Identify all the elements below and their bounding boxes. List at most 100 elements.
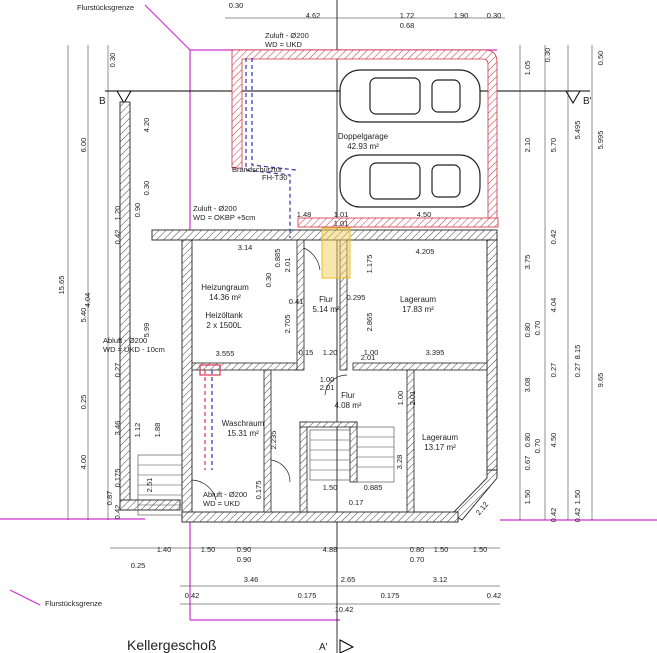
svg-text:8.15: 8.15 — [573, 345, 582, 360]
svg-text:2.10: 2.10 — [523, 138, 532, 153]
svg-text:1.00: 1.00 — [396, 391, 405, 406]
room-lager1-area: 17.83 m² — [402, 305, 434, 314]
svg-text:0.70: 0.70 — [410, 555, 425, 564]
svg-text:1.50: 1.50 — [523, 490, 532, 505]
svg-text:4.62: 4.62 — [306, 11, 321, 20]
dims-interior: 3.14 4.205 1.48 1.01 1.01 4.50 0.885 2.0… — [83, 210, 490, 517]
svg-text:0.175: 0.175 — [298, 591, 317, 600]
svg-text:0.42: 0.42 — [573, 508, 582, 523]
svg-text:0.25: 0.25 — [131, 561, 146, 570]
svg-text:0.885: 0.885 — [364, 483, 383, 492]
svg-text:0.295: 0.295 — [347, 293, 366, 302]
svg-text:0.70: 0.70 — [533, 321, 542, 336]
abluft-wasch-2: WD = UKD — [203, 499, 240, 508]
svg-text:0.42: 0.42 — [113, 230, 122, 245]
svg-text:2.705: 2.705 — [283, 315, 292, 334]
svg-text:1.20: 1.20 — [113, 206, 122, 221]
svg-text:1.50: 1.50 — [434, 545, 449, 554]
room-flur2-name: Flur — [341, 391, 355, 400]
svg-text:0.30: 0.30 — [229, 1, 244, 10]
abluft-wasch-1: Abluft - Ø200 — [203, 490, 247, 499]
svg-text:0.70: 0.70 — [533, 439, 542, 454]
dims-left: 15.65 6.00 5.40 0.25 4.00 0.30 4.20 0.30… — [57, 53, 162, 520]
room-flur1-name: Flur — [319, 295, 333, 304]
svg-text:1.88: 1.88 — [153, 423, 162, 438]
door-swings — [191, 247, 348, 501]
svg-text:1.50: 1.50 — [201, 545, 216, 554]
svg-text:3.46: 3.46 — [113, 421, 122, 436]
svg-text:0.175: 0.175 — [113, 469, 122, 488]
t30: FH-T30 — [262, 173, 287, 182]
svg-text:1.12: 1.12 — [133, 423, 142, 438]
svg-text:3.12: 3.12 — [433, 575, 448, 584]
room-lager1-name: Lageraum — [400, 295, 436, 304]
section-line-b — [105, 0, 590, 653]
svg-text:4.04: 4.04 — [83, 293, 92, 308]
svg-text:4.88: 4.88 — [323, 545, 338, 554]
room-garage-name: Doppelgarage — [338, 132, 389, 141]
boundary-label-bottom: Flurstücksgrenze — [45, 599, 102, 608]
dimension-lines — [67, 17, 593, 605]
svg-text:0.27: 0.27 — [573, 363, 582, 378]
svg-text:5.495: 5.495 — [573, 121, 582, 140]
svg-text:0.30: 0.30 — [108, 53, 117, 68]
svg-text:5.70: 5.70 — [549, 138, 558, 153]
zuluft-heiz-2: WD = OKBP +5cm — [193, 213, 255, 222]
svg-text:0.90: 0.90 — [237, 545, 252, 554]
svg-text:0.30: 0.30 — [264, 273, 273, 288]
dims-right: 1.05 2.10 3.75 0.80 3.08 0.80 0.67 1.50 … — [523, 48, 605, 523]
svg-text:2.235: 2.235 — [269, 431, 278, 450]
svg-text:4.205: 4.205 — [416, 247, 435, 256]
svg-text:2.01: 2.01 — [408, 391, 417, 406]
svg-text:0.80: 0.80 — [523, 433, 532, 448]
svg-text:2.01: 2.01 — [283, 258, 292, 273]
svg-text:0.42: 0.42 — [185, 591, 200, 600]
svg-text:2.65: 2.65 — [341, 575, 356, 584]
car-top — [339, 69, 481, 123]
svg-text:0.87: 0.87 — [105, 491, 114, 506]
dims-top: 0.30 4.62 1.72 1.90 0.30 0.68 — [229, 1, 502, 30]
svg-text:0.15: 0.15 — [299, 348, 314, 357]
dims-bottom: 1.40 1.50 0.90 4.88 0.80 1.50 1.50 0.25 … — [131, 545, 502, 614]
svg-text:0.27: 0.27 — [113, 363, 122, 378]
svg-text:4.20: 4.20 — [142, 118, 151, 133]
svg-text:6.00: 6.00 — [79, 138, 88, 153]
abluft-heiz-1: Abluft - Ø200 — [103, 336, 147, 345]
svg-text:1.175: 1.175 — [365, 255, 374, 274]
svg-text:0.30: 0.30 — [487, 11, 502, 20]
svg-text:0.90: 0.90 — [133, 203, 142, 218]
svg-text:0.17: 0.17 — [349, 498, 364, 507]
svg-text:4.50: 4.50 — [549, 433, 558, 448]
room-heiz-name: Heizungraum — [201, 283, 249, 292]
svg-text:1.20: 1.20 — [323, 348, 338, 357]
car-bottom — [339, 154, 481, 208]
svg-text:3.75: 3.75 — [523, 255, 532, 270]
svg-text:4.04: 4.04 — [549, 298, 558, 313]
svg-text:3.08: 3.08 — [523, 378, 532, 393]
room-tank-area: 2 x 1500L — [206, 321, 242, 330]
svg-text:0.175: 0.175 — [254, 481, 263, 500]
svg-text:0.175: 0.175 — [381, 591, 400, 600]
zuluft-heiz-1: Zuluft - Ø200 — [193, 204, 237, 213]
svg-text:1.72: 1.72 — [400, 11, 415, 20]
svg-text:2.51: 2.51 — [145, 478, 154, 493]
room-lager2-name: Lageraum — [422, 433, 458, 442]
svg-text:5.40: 5.40 — [79, 308, 88, 323]
room-garage-area: 42.93 m² — [347, 142, 379, 151]
svg-text:0.41: 0.41 — [289, 297, 304, 306]
svg-text:0.80: 0.80 — [523, 323, 532, 338]
svg-text:2.865: 2.865 — [365, 313, 374, 332]
section-mark-a: A' — [319, 642, 328, 653]
svg-text:0.90: 0.90 — [237, 555, 252, 564]
svg-text:1.40: 1.40 — [157, 545, 172, 554]
svg-text:0.30: 0.30 — [543, 48, 552, 63]
room-flur1-area: 5.14 m² — [312, 305, 339, 314]
svg-text:0.27: 0.27 — [549, 363, 558, 378]
svg-text:15.65: 15.65 — [57, 276, 66, 295]
svg-text:0.50: 0.50 — [596, 51, 605, 66]
room-flur2-area: 4.08 m² — [334, 401, 361, 410]
boundary-label-top: Flurstücksgrenze — [77, 3, 134, 12]
room-tank-name: Heizöltank — [205, 311, 243, 320]
svg-text:0.885: 0.885 — [273, 249, 282, 268]
